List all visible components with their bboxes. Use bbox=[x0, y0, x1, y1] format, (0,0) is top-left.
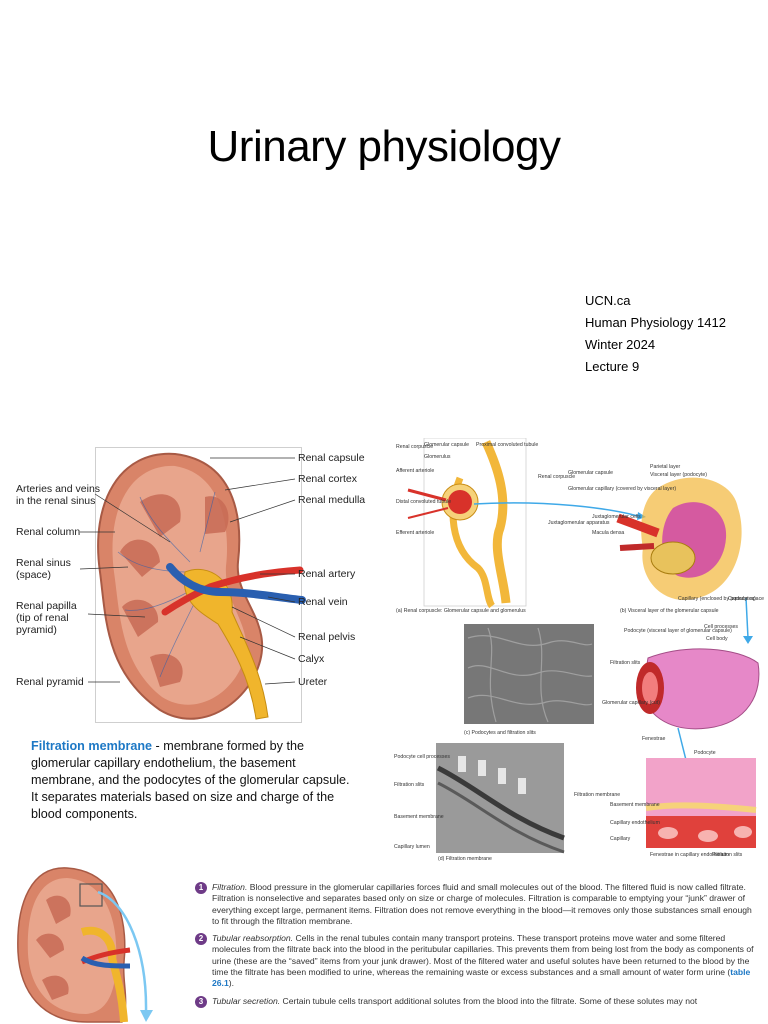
caption-c: (c) Podocytes and filtration slits bbox=[464, 730, 536, 736]
label-renal-vein: Renal vein bbox=[298, 596, 348, 608]
course-info: UCN.ca Human Physiology 1412 Winter 2024… bbox=[585, 294, 735, 382]
micro-label-capillary: Capillary bbox=[610, 836, 631, 842]
kidney-anatomy-illustration bbox=[79, 452, 306, 720]
label-arteries-veins: Arteries and veins in the renal sinus bbox=[16, 483, 101, 507]
renal-process-steps: 1 Filtration. Blood pressure in the glom… bbox=[195, 882, 755, 1013]
slide-title: Urinary physiology bbox=[207, 122, 561, 171]
micro-label-efferent: Efferent arteriole bbox=[396, 530, 434, 536]
label-renal-medulla: Renal medulla bbox=[298, 494, 366, 506]
meta-term: Winter 2024 bbox=[585, 337, 656, 352]
label-renal-column: Renal column bbox=[16, 526, 81, 538]
label-renal-artery: Renal artery bbox=[298, 568, 356, 580]
label-calyx: Calyx bbox=[298, 653, 325, 665]
step-tubular-secretion: 3 Tubular secretion. Certain tubule cell… bbox=[195, 995, 755, 1008]
meta-site: UCN.ca bbox=[585, 293, 631, 308]
micro-label-visceral: Visceral layer (podocyte) bbox=[650, 472, 707, 478]
micro-label-filtration-membrane: Filtration membrane bbox=[574, 792, 620, 798]
micro-label-afferent: Afferent arteriole bbox=[396, 468, 434, 474]
label-renal-cortex: Renal cortex bbox=[298, 473, 357, 485]
micro-label-capsular-space: Capsular space bbox=[728, 596, 764, 602]
micro-label-renal-corpuscle-b: Renal corpuscle bbox=[538, 474, 575, 480]
label-ureter: Ureter bbox=[298, 676, 328, 688]
micro-label-jga: Juxtaglomerular apparatus bbox=[548, 520, 610, 526]
step-text: Cells in the renal tubules contain many … bbox=[212, 933, 754, 978]
step-number-badge: 3 bbox=[195, 995, 207, 1008]
micro-label-fenestrae-endo: Fenestrae in capillary endothelium bbox=[650, 852, 729, 858]
glomerulus-microanatomy-figure: Renal corpuscle Glomerular capsule Glome… bbox=[394, 438, 764, 862]
meta-lecture: Lecture 9 bbox=[585, 359, 640, 374]
step-number-badge: 1 bbox=[195, 882, 207, 894]
micro-label-capillary-endo: Capillary endothelium bbox=[610, 820, 660, 826]
filtration-definition: - membrane formed by the glomerular capi… bbox=[31, 739, 350, 787]
label-renal-pyramid: Renal pyramid bbox=[16, 676, 84, 688]
micro-label-podocyte-layer: Podocyte (visceral layer of glomerular c… bbox=[624, 628, 732, 634]
caption-a: (a) Renal corpuscle: Glomerular capsule … bbox=[396, 608, 526, 614]
micro-label-glomerular-capsule-b: Glomerular capsule bbox=[568, 470, 613, 476]
label-renal-pelvis: Renal pelvis bbox=[298, 631, 356, 643]
micro-label-glomerulus: Glomerulus bbox=[424, 454, 451, 460]
micro-label-cell-body: Cell body bbox=[706, 636, 728, 642]
micro-label-fenestrae: Fenestrae bbox=[642, 736, 665, 742]
filtration-note: It separates materials based on size and… bbox=[31, 790, 335, 821]
meta-course: Human Physiology 1412 bbox=[585, 315, 726, 330]
micro-label-capillary-podo: Capillary (enclosed by podocytes) bbox=[678, 596, 756, 602]
step-heading: Tubular reabsorption. bbox=[212, 933, 294, 944]
micro-label-filtration-slits-d: Filtration slits bbox=[394, 782, 425, 788]
step-heading: Tubular secretion. bbox=[212, 995, 281, 1006]
micro-label-cell-processes: Cell processes bbox=[704, 624, 738, 630]
label-renal-capsule: Renal capsule bbox=[298, 452, 365, 464]
micro-label-macula: Macula densa bbox=[592, 530, 624, 536]
step-tubular-reabsorption: 2 Tubular reabsorption. Cells in the ren… bbox=[195, 933, 755, 989]
step-heading: Filtration. bbox=[212, 882, 248, 892]
micro-label-basement-d: Basement membrane bbox=[610, 802, 660, 808]
step-text: Certain tubule cells transport additiona… bbox=[280, 995, 698, 1006]
micro-label-glom-cap-cut: Glomerular capillary (cut) bbox=[602, 700, 660, 706]
micro-label-distal-tubule: Distal convoluted tubule bbox=[396, 499, 451, 505]
micro-label-podocyte-processes: Podocyte cell processes bbox=[394, 754, 450, 760]
table-reference-link[interactable]: table 26.1 bbox=[212, 967, 751, 989]
micro-label-jg-cells: Juxtaglomerular cells bbox=[592, 514, 641, 520]
filtration-membrane-definition: Filtration membrane - membrane formed by… bbox=[31, 738, 351, 823]
filtration-term: Filtration membrane bbox=[31, 739, 153, 753]
micro-label-glom-capillary: Glomerular capillary (covered by viscera… bbox=[568, 486, 676, 492]
micro-label-parietal: Parietal layer bbox=[650, 464, 681, 470]
step-text: Blood pressure in the glomerular capilla… bbox=[212, 882, 752, 926]
micro-label-podocyte: Podocyte bbox=[694, 750, 716, 756]
micro-label-capillary-lumen: Capillary lumen bbox=[394, 844, 430, 850]
step-number-badge: 2 bbox=[195, 933, 207, 946]
kidney-figure-frame bbox=[95, 447, 302, 723]
caption-b: (b) Visceral layer of the glomerular cap… bbox=[620, 608, 719, 614]
small-kidney-illustration bbox=[17, 867, 153, 1023]
step-text-tail: ). bbox=[228, 978, 234, 989]
micro-label-filtration-slits: Filtration slits bbox=[610, 660, 641, 666]
micro-label-proximal-tubule: Proximal convoluted tubule bbox=[476, 442, 538, 448]
caption-d: (d) Filtration membrane bbox=[438, 856, 492, 862]
label-renal-papilla: Renal papilla (tip of renal pyramid) bbox=[16, 600, 77, 636]
micro-label-glomerular-capsule: Glomerular capsule bbox=[424, 442, 469, 448]
micro-label-renal-corpuscle: Renal corpuscle bbox=[396, 444, 433, 450]
label-renal-sinus: Renal sinus (space) bbox=[16, 557, 71, 581]
micro-label-filtration-slits-e: Filtration slits bbox=[712, 852, 743, 858]
micro-label-basement: Basement membrane bbox=[394, 814, 444, 820]
step-filtration: 1 Filtration. Blood pressure in the glom… bbox=[195, 882, 755, 927]
